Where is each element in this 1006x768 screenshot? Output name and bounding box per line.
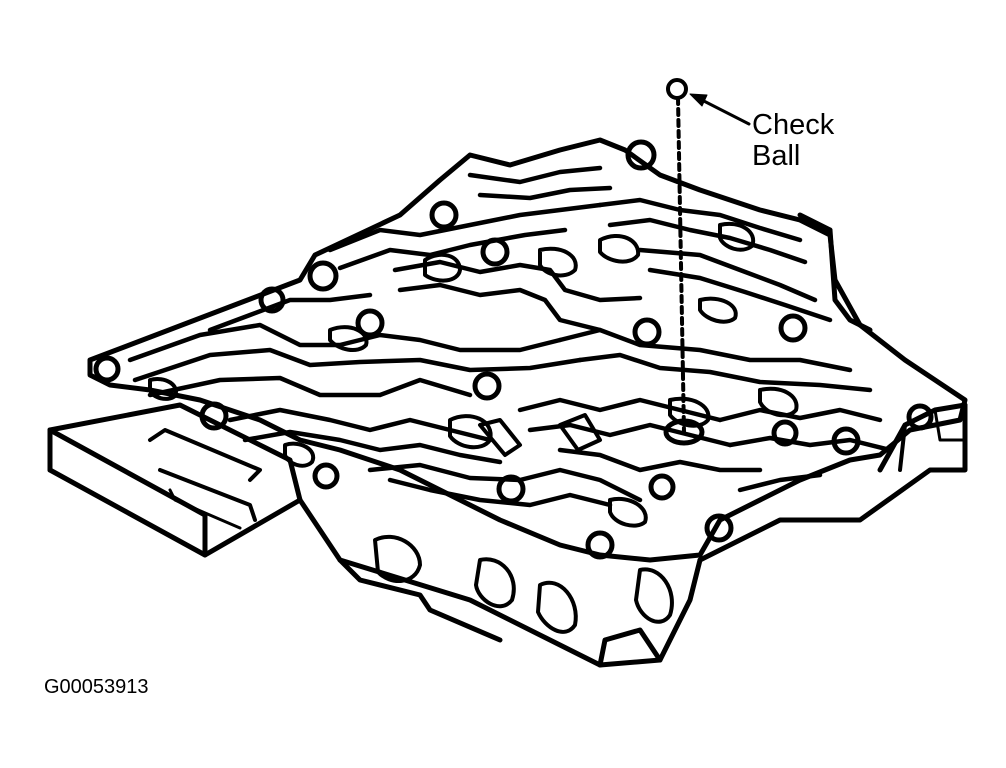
figure-id: G00053913 [44,676,149,698]
fluid-channels [127,165,893,508]
callout-line-1: Check [752,109,835,141]
plate-outline [87,137,968,563]
leader-line [676,96,686,434]
casting-body [47,212,968,668]
callout-line-2: Ball [752,140,801,172]
check-ball-callout: Check Ball [752,110,834,172]
check-ball [666,78,688,100]
passage-loops [148,221,799,528]
callout-arrow [689,93,751,126]
